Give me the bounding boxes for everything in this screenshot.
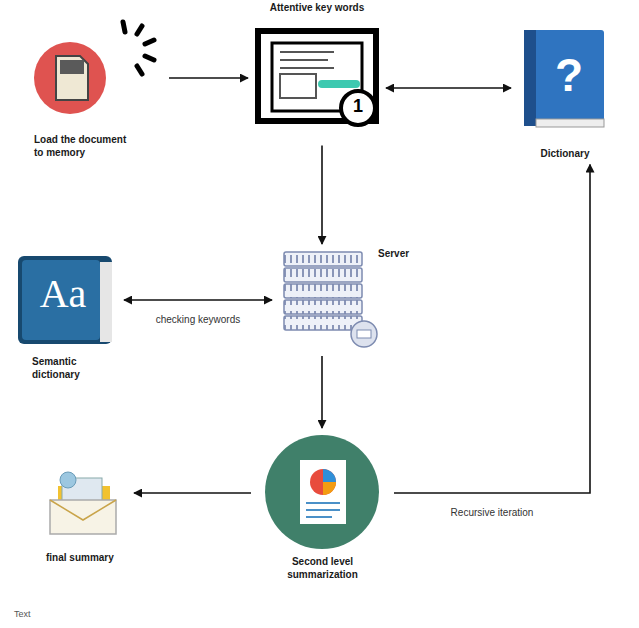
envelope-icon bbox=[50, 472, 116, 534]
edge-label: checking keywords bbox=[154, 314, 242, 325]
node-label: Semantic dictionary bbox=[10, 354, 104, 381]
flow-arrow bbox=[321, 146, 323, 245]
flow-arrow bbox=[134, 492, 251, 494]
flow-arrow bbox=[386, 87, 511, 89]
server-node: Server bbox=[276, 248, 409, 352]
flow-arrow bbox=[321, 356, 323, 428]
summarization-node: Second level summarization bbox=[255, 432, 390, 581]
memory-node: Load the document to memory bbox=[28, 14, 163, 159]
node-label: Dictionary bbox=[541, 146, 590, 161]
dictionary-book bbox=[524, 30, 604, 127]
node-label: final summary bbox=[38, 550, 114, 565]
edge-label: Recursive iteration bbox=[449, 507, 536, 518]
node-label: Attentive key words bbox=[270, 2, 364, 17]
callout-number: 1 bbox=[346, 97, 370, 115]
node-label: Second level summarization bbox=[268, 554, 378, 581]
flow-arrow bbox=[169, 77, 248, 79]
semantic-dictionary-node: Semantic dictionary bbox=[10, 252, 120, 381]
server-icon bbox=[284, 252, 377, 347]
footer-note: Text bbox=[14, 610, 54, 619]
book-symbol: Aa bbox=[26, 274, 100, 314]
final-summary-node: final summary bbox=[38, 468, 128, 565]
node-label: Server bbox=[378, 248, 409, 261]
flow-arrow bbox=[394, 165, 590, 494]
node-label: Load the document to memory bbox=[28, 132, 138, 159]
flow-arrow bbox=[124, 299, 272, 301]
keywords-node: Attentive key words bbox=[252, 2, 382, 142]
book-symbol: ? bbox=[544, 52, 594, 98]
memory-icon bbox=[34, 22, 154, 114]
summary-icon bbox=[265, 435, 379, 549]
semantic-book bbox=[18, 256, 112, 344]
keywords-icon bbox=[258, 31, 376, 125]
